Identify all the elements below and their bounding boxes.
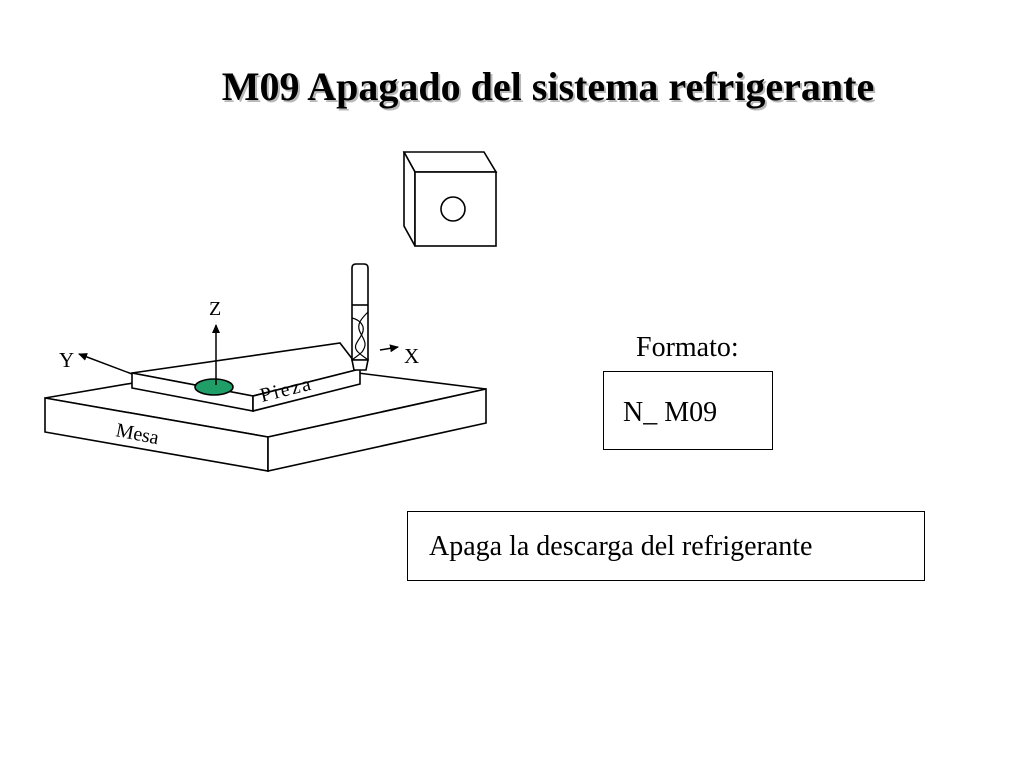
z-axis-label: Z xyxy=(209,298,221,320)
origin-marker xyxy=(194,378,234,396)
x-axis-label: X xyxy=(404,344,419,368)
format-box: N_ M09 xyxy=(603,371,773,450)
format-code: N_ M09 xyxy=(623,397,718,428)
description-text: Apaga la descarga del refrigerante xyxy=(429,531,813,562)
valve-closed-icon xyxy=(402,151,498,247)
y-axis-label: Y xyxy=(59,348,74,372)
slide-title: M09 Apagado del sistema refrigerante xyxy=(221,64,875,109)
description-box: Apaga la descarga del refrigerante xyxy=(407,511,925,581)
x-axis-arrow xyxy=(379,344,399,353)
format-label: Formato: xyxy=(636,332,739,363)
y-axis-arrow xyxy=(78,353,133,375)
workpiece xyxy=(131,342,362,413)
end-mill-tool xyxy=(351,263,369,371)
